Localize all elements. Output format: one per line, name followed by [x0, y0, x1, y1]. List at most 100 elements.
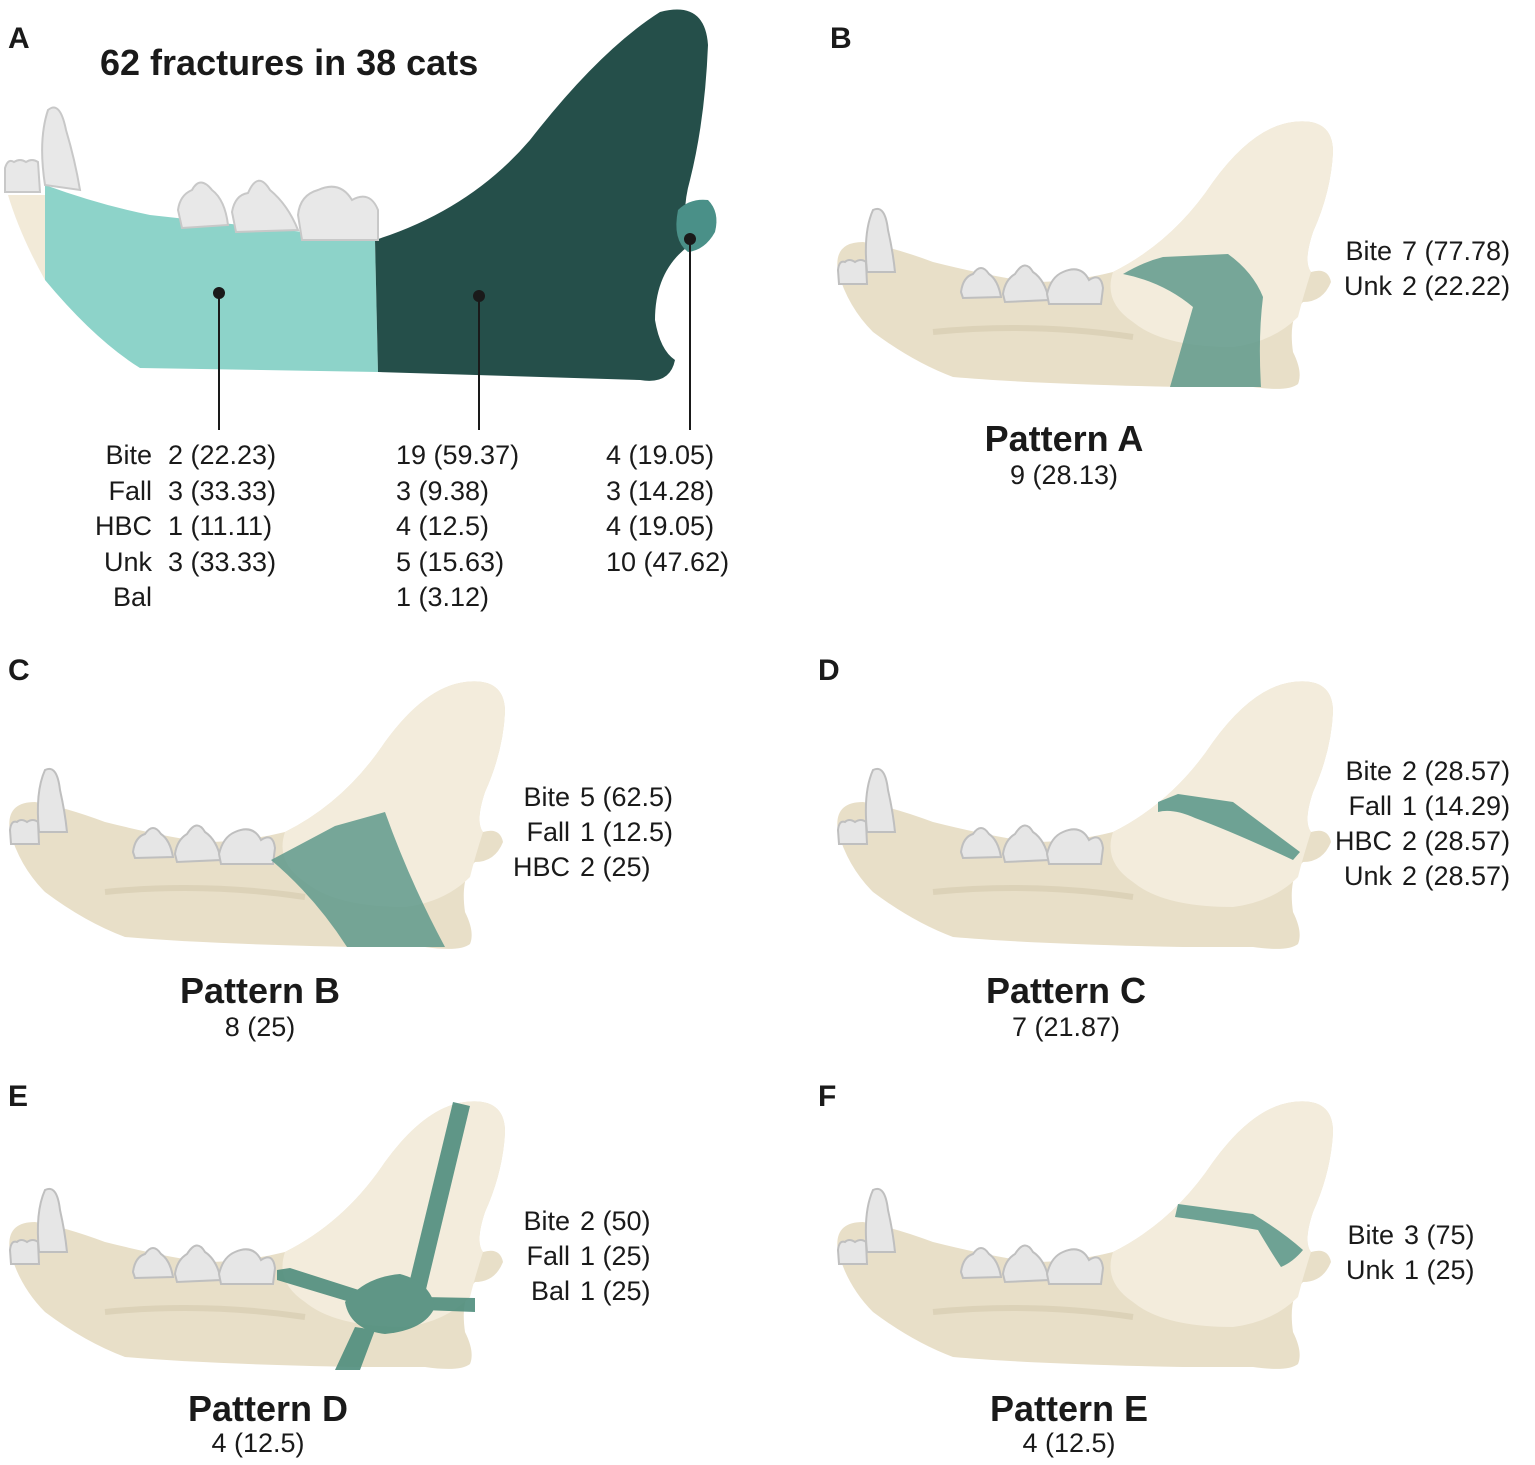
panel-e-title: Pattern D: [187, 1388, 349, 1429]
stat-label: Bite: [1345, 756, 1392, 786]
molar-tooth: [296, 185, 379, 241]
panel-e-subtitle: 4 (12.5): [211, 1428, 305, 1458]
panel-a-teeth: [4, 106, 379, 241]
premolar-tooth: [230, 179, 300, 234]
panel-d-subtitle: 7 (21.87): [1011, 1012, 1121, 1042]
incisor-teeth: [4, 159, 42, 193]
panel-a-rostral-region: [8, 195, 45, 280]
value-cell: 19 (59.37): [396, 440, 520, 470]
stat-value: 1 (14.29): [1402, 791, 1511, 821]
panel-f-subtitle: 4 (12.5): [1022, 1428, 1116, 1458]
stat-value: 3 (75): [1404, 1220, 1475, 1250]
pattern-a-fracture-zone: [1123, 254, 1263, 387]
panel-e-label: E: [8, 1080, 29, 1113]
stat-value: 2 (25): [580, 852, 651, 882]
stat-value: 2 (22.22): [1402, 271, 1511, 301]
panel-c-mandible-diagram: [5, 682, 505, 952]
row-label: Bal: [112, 582, 152, 612]
value-cell: 5 (15.63): [396, 546, 505, 577]
stat-value: 1 (25): [1404, 1255, 1475, 1285]
stat-label: Bite: [1345, 236, 1392, 266]
row-label: HBC: [94, 511, 152, 541]
value-cell: 4 (19.05): [606, 440, 715, 470]
row-label: Bite: [105, 440, 152, 470]
pattern-b-fracture-zone: [271, 812, 445, 947]
panel-a-ramus-values: 19 (59.37) 3 (9.38) 4 (12.5) 5 (15.63) 1…: [396, 438, 519, 616]
panel-a-body-region: [45, 185, 378, 372]
panel-f-label: F: [818, 1080, 837, 1113]
stat-label: Fall: [1348, 791, 1392, 821]
stat-row: Bite 2 (50): [502, 1204, 651, 1239]
stat-row: HBC 2 (28.57): [1324, 824, 1510, 859]
value-cell: 2 (22.23): [168, 440, 277, 470]
stat-label: Bite: [523, 782, 570, 812]
stat-row: Unk 2 (22.22): [1324, 269, 1510, 304]
panel-a-row-labels: Bite Fall HBC Unk Bal: [72, 438, 152, 616]
panel-c-title: Pattern B: [179, 970, 341, 1011]
premolar-tooth: [176, 181, 230, 230]
pattern-e-fracture-zone: [1175, 1204, 1303, 1267]
panel-a-mandible-diagram: [4, 9, 717, 430]
stat-label: Unk: [1343, 861, 1392, 891]
value-cell: 10 (47.62): [606, 546, 730, 577]
stat-label: HBC: [1334, 826, 1392, 856]
panel-c-label: C: [8, 654, 30, 687]
value-cell: [168, 580, 276, 616]
value-cell: 4 (12.5): [396, 511, 490, 541]
stat-value: 2 (28.57): [1402, 756, 1511, 786]
panel-e-mandible-diagram: [5, 1102, 505, 1372]
panel-a-leader-lines: [218, 239, 691, 430]
stat-row: Bite 7 (77.78): [1324, 234, 1510, 269]
value-cell: 4 (19.05): [606, 511, 715, 541]
panel-c-subtitle: 8 (25): [224, 1012, 296, 1042]
stat-value: 2 (28.57): [1402, 826, 1511, 856]
stat-value: 1 (25): [580, 1241, 651, 1271]
stat-label: Unk: [1345, 1255, 1394, 1285]
panel-a-label: A: [8, 22, 30, 55]
panel-b-title: Pattern A: [984, 418, 1144, 459]
panel-f-mandible-diagram: [833, 1102, 1333, 1372]
panel-b-stats: Bite 7 (77.78) Unk 2 (22.22): [1324, 234, 1510, 304]
value-cell: 3 (9.38): [396, 475, 490, 506]
panel-a-body-values: 2 (22.23) 3 (33.33) 1 (11.11) 3 (33.33): [168, 438, 276, 616]
row-label: Unk: [103, 546, 152, 577]
stat-row: Bite 3 (75): [1326, 1218, 1475, 1253]
pattern-c-fracture-zone: [1158, 794, 1300, 860]
stat-row: Bal 1 (25): [502, 1274, 651, 1309]
panel-d-mandible-diagram: [833, 682, 1333, 952]
stat-value: 2 (50): [580, 1206, 651, 1236]
value-cell: 3 (33.33): [168, 475, 277, 506]
stat-row: Fall 1 (14.29): [1324, 789, 1510, 824]
value-cell: 1 (3.12): [396, 582, 490, 612]
stat-label: Bite: [1347, 1220, 1394, 1250]
panel-b-label: B: [830, 22, 852, 55]
value-cell: 1 (11.11): [168, 511, 273, 541]
stat-value: 7 (77.78): [1402, 236, 1511, 266]
value-cell: 3 (14.28): [606, 475, 715, 506]
panel-d-stats: Bite 2 (28.57) Fall 1 (14.29) HBC 2 (28.57)…: [1324, 754, 1510, 894]
stat-row: Unk 2 (28.57): [1324, 859, 1510, 894]
stat-label: Bite: [523, 1206, 570, 1236]
stat-value: 2 (28.57): [1402, 861, 1511, 891]
panel-d-label: D: [818, 654, 840, 687]
stat-label: HBC: [512, 852, 570, 882]
stat-label: Bal: [530, 1276, 570, 1306]
value-cell: 3 (33.33): [168, 546, 277, 577]
stat-value: 1 (25): [580, 1276, 651, 1306]
panel-b-mandible-diagram: [833, 122, 1333, 392]
panel-f-title: Pattern E: [989, 1388, 1149, 1429]
stat-row: Unk 1 (25): [1326, 1253, 1475, 1288]
panel-f-stats: Bite 3 (75) Unk 1 (25): [1326, 1218, 1475, 1288]
canine-tooth: [41, 106, 82, 192]
panel-b-subtitle: 9 (28.13): [1009, 460, 1119, 490]
row-label: Fall: [108, 475, 152, 506]
pattern-d-fracture-zone: [277, 1102, 475, 1370]
stat-label: Unk: [1343, 271, 1392, 301]
panel-a-title: 62 fractures in 38 cats: [100, 42, 479, 83]
panel-a-condyle-region: [676, 199, 717, 252]
